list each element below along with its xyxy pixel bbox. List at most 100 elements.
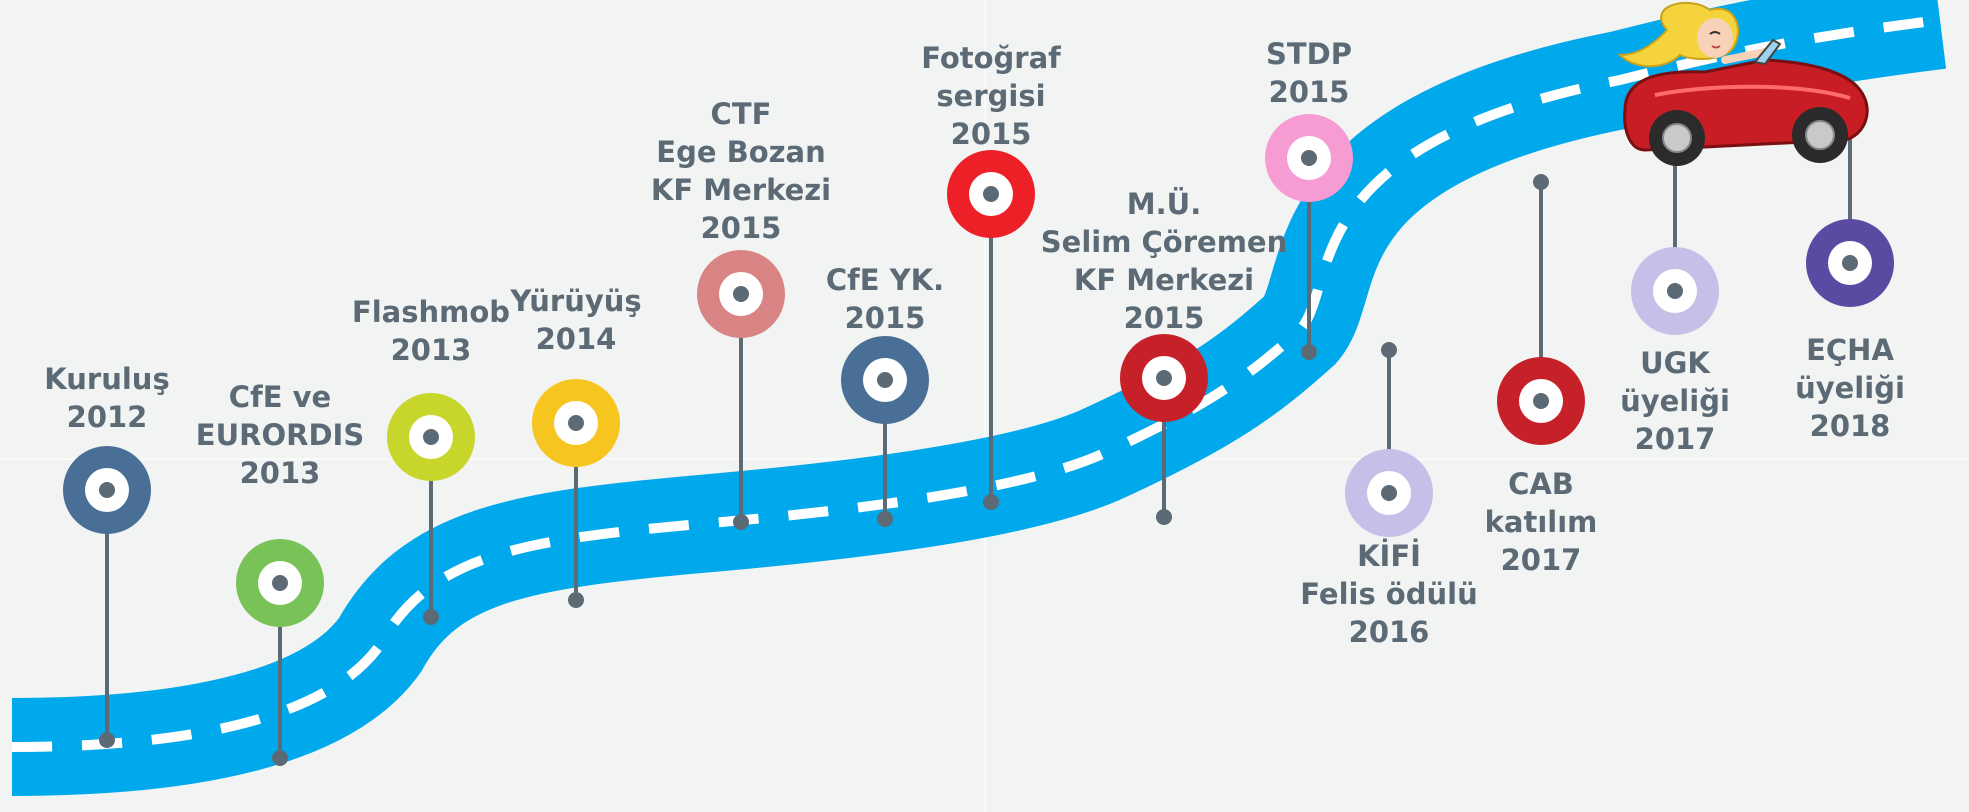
- milestone-label-13: EÇHA üyeliği 2018: [1795, 331, 1905, 445]
- milestone-pin-2: [236, 539, 324, 766]
- milestone-label-line: katılım: [1484, 505, 1598, 539]
- pin-anchor-dot: [1381, 342, 1397, 358]
- driver-mouth: [1711, 45, 1721, 49]
- pin-center-dot: [877, 372, 893, 388]
- pin-anchor-dot: [423, 609, 439, 625]
- milestone-label-line: Yürüyüş: [510, 284, 642, 318]
- milestone-label-line: Fotoğraf: [921, 41, 1061, 75]
- milestone-label-9: STDP 2015: [1266, 35, 1352, 111]
- milestone-label-line: 2018: [1809, 409, 1891, 443]
- milestone-label-line: STDP: [1266, 37, 1352, 71]
- milestone-label-line: EÇHA: [1806, 333, 1894, 367]
- milestone-label-12: UGK üyeliği 2017: [1620, 344, 1730, 458]
- milestone-pin-8: [1120, 334, 1208, 525]
- milestone-label-6: CfE YK. 2015: [826, 261, 944, 337]
- road-center-stripe: [11, 15, 1941, 752]
- milestone-label-line: KF Merkezi: [1073, 263, 1255, 297]
- milestone-pin-3: [387, 393, 475, 625]
- milestone-label-line: Ege Bozan: [656, 135, 826, 169]
- milestone-label-line: Selim Çöremen: [1040, 225, 1288, 259]
- milestone-pin-9: [1265, 114, 1353, 360]
- milestone-pin-5: [697, 250, 785, 530]
- pin-anchor-dot: [733, 514, 749, 530]
- milestone-label-line: 2017: [1500, 543, 1582, 577]
- paper-fold-vertical: [984, 0, 986, 812]
- car-hubcap-rear: [1662, 123, 1692, 153]
- milestone-label-3: Flashmob 2013: [352, 293, 510, 369]
- milestone-label-line: KİFİ: [1357, 539, 1421, 573]
- driver-arm: [1721, 48, 1769, 64]
- pin-anchor-dot: [1156, 509, 1172, 525]
- milestone-label-line: Felis ödülü: [1300, 577, 1478, 611]
- pin-anchor-dot: [1533, 174, 1549, 190]
- car-windshield: [1753, 38, 1782, 66]
- milestone-label-line: üyeliği: [1620, 384, 1730, 418]
- milestone-pin-13: [1806, 105, 1894, 307]
- milestone-label-line: 2014: [535, 322, 617, 356]
- milestone-pin-10: [1345, 342, 1433, 537]
- pin-center-dot: [1381, 485, 1397, 501]
- milestone-label-line: M.Ü.: [1126, 187, 1202, 221]
- pin-center-dot: [1533, 393, 1549, 409]
- milestone-label-11: CAB katılım 2017: [1485, 465, 1598, 579]
- pin-center-dot: [423, 429, 439, 445]
- milestone-label-line: CfE YK.: [825, 263, 945, 297]
- pin-center-dot: [983, 186, 999, 202]
- driver-face: [1697, 18, 1733, 58]
- milestone-label-line: UGK: [1640, 346, 1710, 380]
- milestone-pins: [63, 105, 1894, 766]
- pin-anchor-dot: [877, 511, 893, 527]
- milestone-pin-6: [841, 336, 929, 527]
- pin-center-dot: [272, 575, 288, 591]
- milestone-pin-1: [63, 446, 151, 748]
- milestone-pin-4: [532, 379, 620, 608]
- milestone-label-line: 2013: [390, 333, 472, 367]
- pin-center-dot: [1667, 283, 1683, 299]
- pin-center-dot: [733, 286, 749, 302]
- milestone-pin-11: [1497, 174, 1585, 445]
- milestone-label-line: üyeliği: [1795, 371, 1905, 405]
- milestone-label-1: Kuruluş 2012: [44, 360, 169, 436]
- milestone-label-line: sergisi: [936, 79, 1046, 113]
- pin-anchor-dot: [99, 732, 115, 748]
- milestone-label-2: CfE ve EURORDIS 2013: [196, 378, 364, 492]
- pin-anchor-dot: [568, 592, 584, 608]
- milestone-pin-12: [1631, 144, 1719, 335]
- driver-eye: [1709, 31, 1721, 35]
- pin-anchor-dot: [983, 494, 999, 510]
- convertible-car-icon: [1617, 2, 1869, 166]
- milestone-label-line: EURORDIS: [195, 418, 365, 452]
- milestone-label-line: CAB: [1508, 467, 1574, 501]
- milestone-label-8: M.Ü. Selim Çöremen KF Merkezi 2015: [1041, 185, 1287, 337]
- milestone-label-line: 2015: [1268, 75, 1350, 109]
- milestone-label-line: CfE ve: [228, 380, 332, 414]
- milestone-label-line: KF Merkezi: [650, 173, 832, 207]
- pin-center-dot: [568, 415, 584, 431]
- car-highlight: [1654, 84, 1851, 100]
- milestone-label-10: KİFİ Felis ödülü 2016: [1300, 537, 1477, 651]
- milestone-label-5: CTF Ege Bozan KF Merkezi 2015: [651, 95, 831, 247]
- pin-anchor-dot: [272, 750, 288, 766]
- milestone-label-4: Yürüyüş 2014: [510, 282, 641, 358]
- pin-center-dot: [1301, 150, 1317, 166]
- milestone-label-7: Fotoğraf sergisi 2015: [921, 39, 1061, 153]
- milestone-pin-7: [947, 150, 1035, 510]
- milestone-label-line: Kuruluş: [44, 362, 170, 396]
- pin-center-dot: [99, 482, 115, 498]
- milestone-label-line: 2015: [950, 117, 1032, 151]
- pin-center-dot: [1842, 255, 1858, 271]
- milestone-label-line: 2015: [844, 301, 926, 335]
- milestone-label-line: CTF: [710, 97, 772, 131]
- milestone-label-line: Flashmob: [351, 295, 511, 329]
- milestone-label-line: 2016: [1348, 615, 1430, 649]
- milestone-label-line: 2012: [66, 400, 148, 434]
- pin-anchor-dot: [1301, 344, 1317, 360]
- pin-center-dot: [1156, 370, 1172, 386]
- milestone-label-line: 2013: [239, 456, 321, 490]
- milestone-label-line: 2015: [700, 211, 782, 245]
- car-hubcap-front: [1805, 120, 1835, 150]
- milestone-label-line: 2015: [1123, 301, 1205, 335]
- milestone-label-line: 2017: [1634, 422, 1716, 456]
